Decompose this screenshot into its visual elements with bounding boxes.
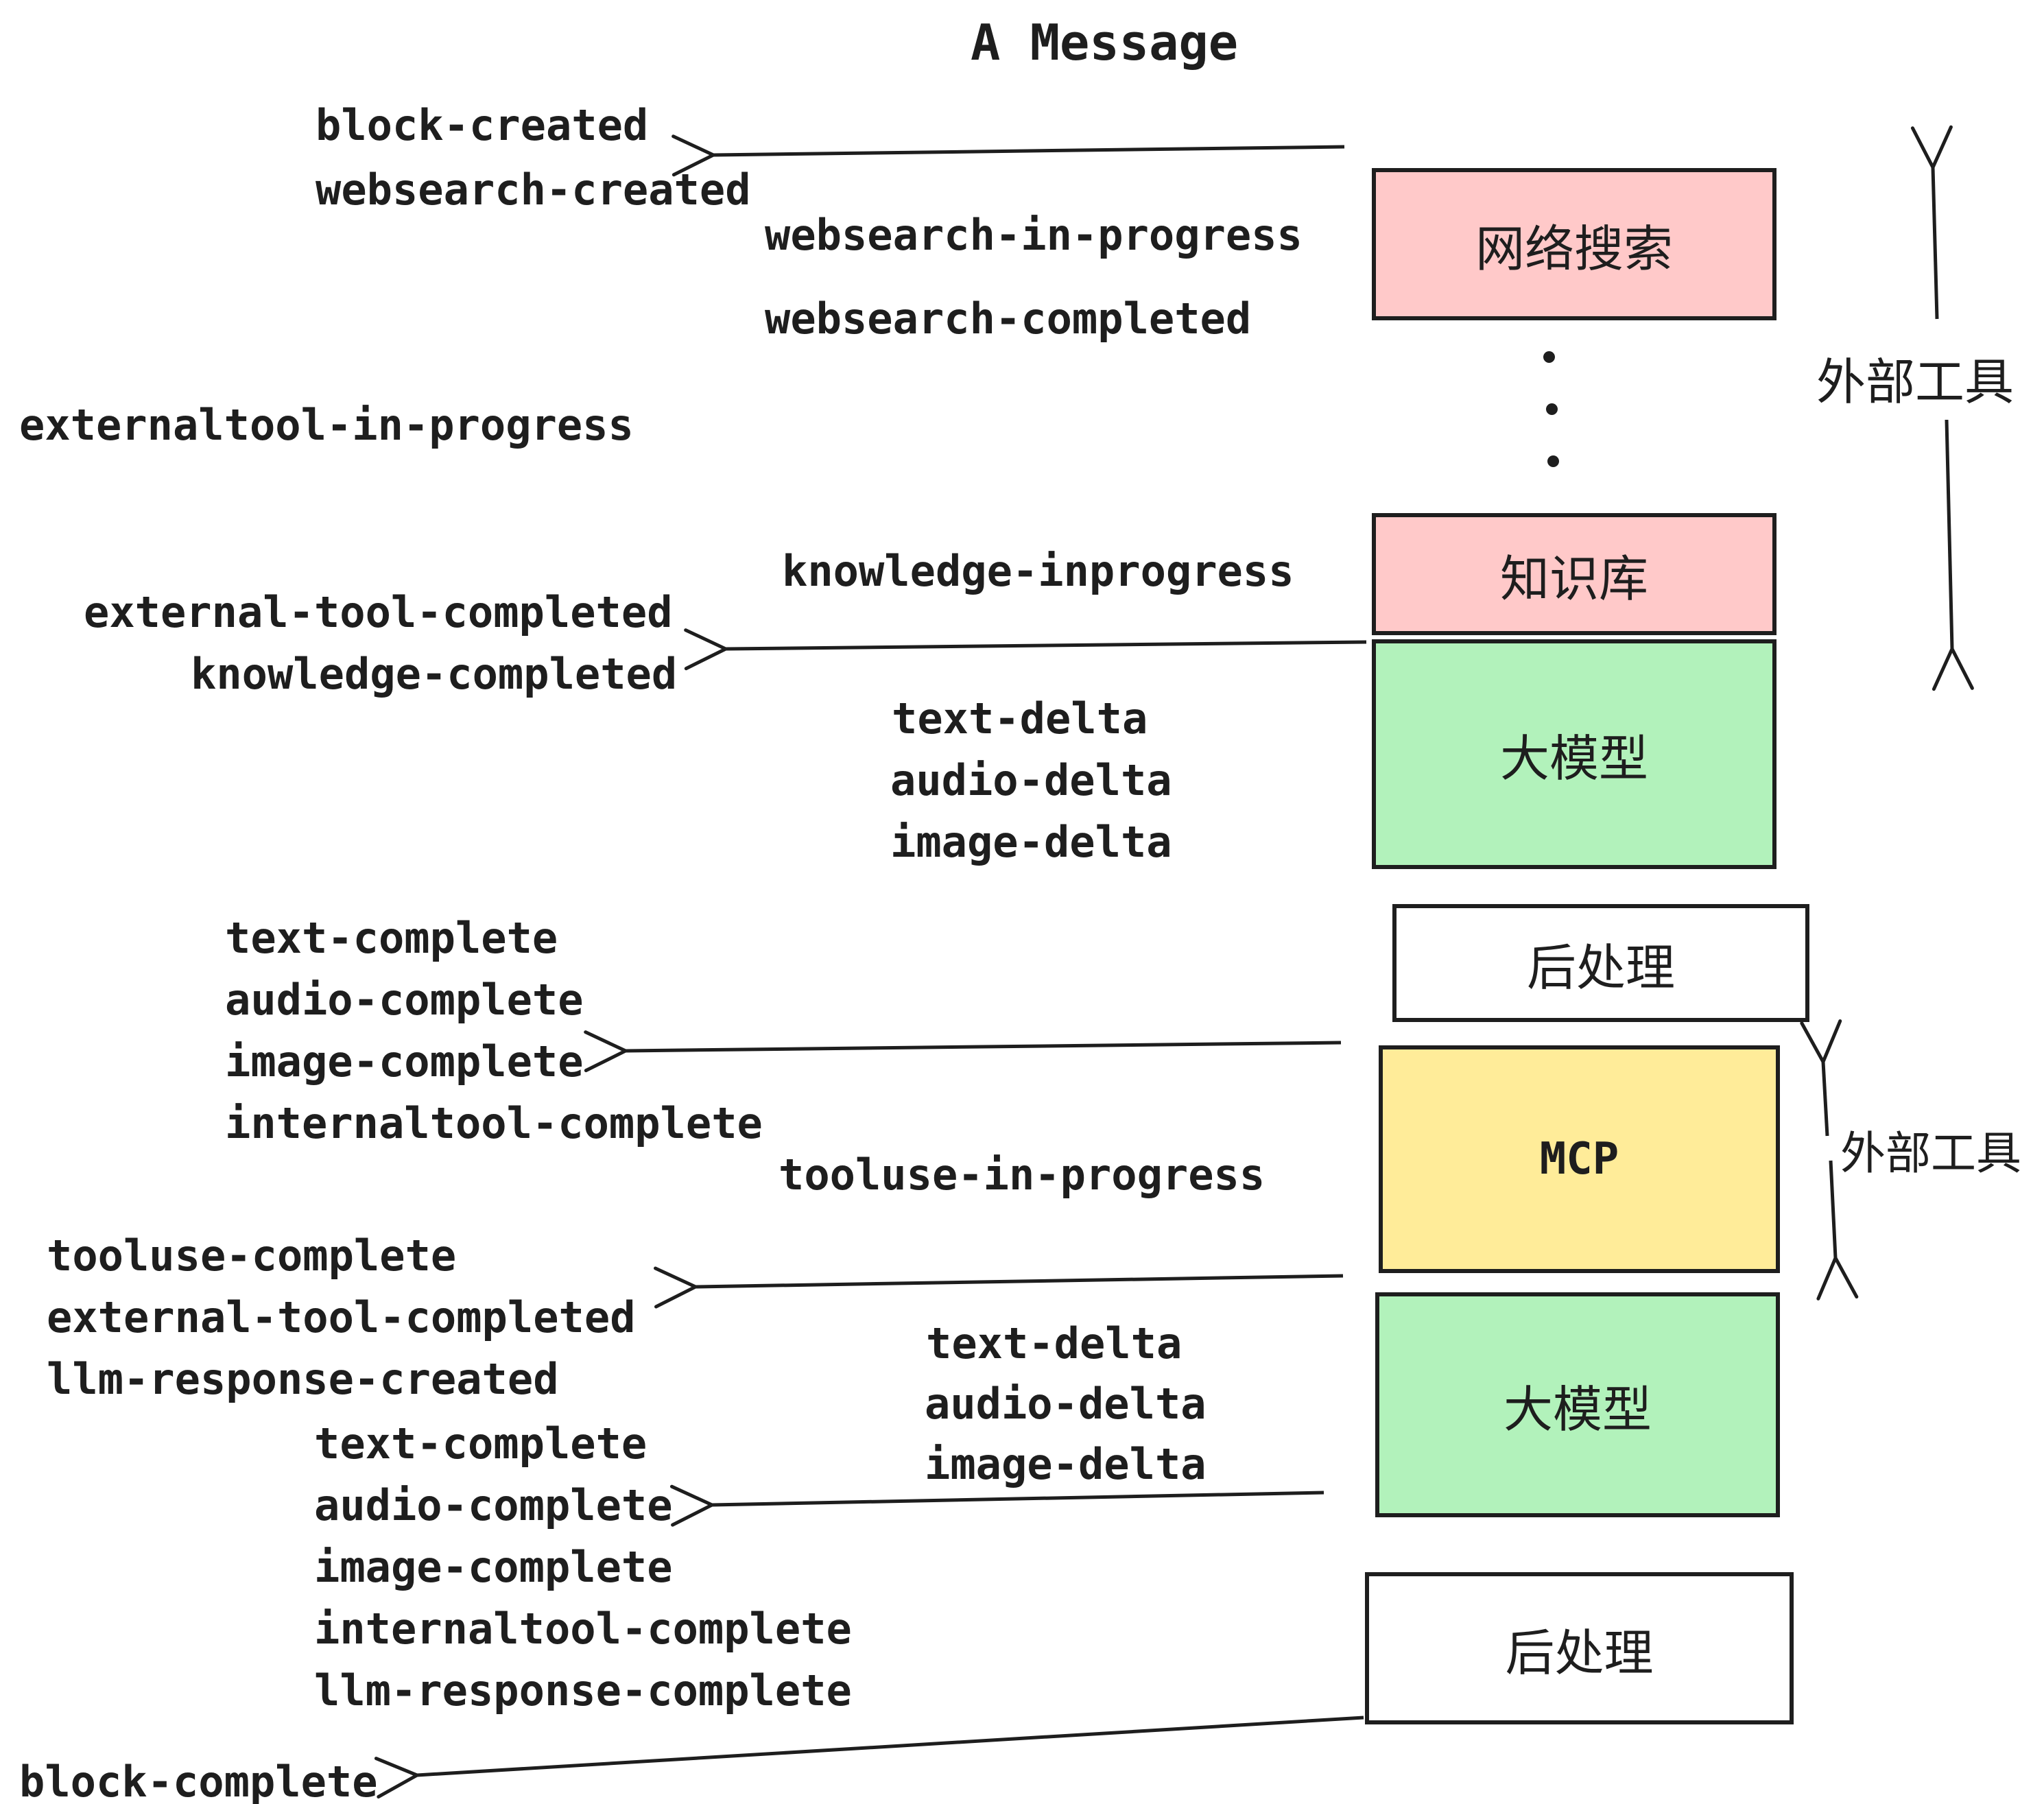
box-llm-1: 大模型	[1372, 639, 1776, 869]
external-tools-down-arrow-2	[1816, 1160, 1859, 1301]
external-tools-up-arrow-2	[1800, 1019, 1842, 1137]
dot	[1543, 351, 1555, 363]
diagram-title: A Message	[971, 14, 1239, 71]
event-internaltool-complete-2: internaltool-complete	[314, 1604, 852, 1654]
event-image-complete: image-complete	[225, 1036, 584, 1087]
external-tools-down-arrow-1	[1932, 419, 1974, 691]
box-knowledge-label: 知识库	[1499, 549, 1648, 608]
event-llm-response-complete: llm-response-complete	[314, 1665, 852, 1716]
event-image-delta-2: image-delta	[925, 1439, 1207, 1489]
event-audio-delta-2: audio-delta	[925, 1379, 1207, 1429]
event-text-complete-2: text-complete	[314, 1419, 647, 1469]
event-knowledge-completed: knowledge-completed	[191, 649, 678, 699]
arrow-to-knowledge-completed	[684, 628, 1367, 671]
event-llm-response-created: llm-response-created	[47, 1354, 559, 1404]
event-websearch-completed: websearch-completed	[765, 294, 1252, 344]
event-websearch-in-progress: websearch-in-progress	[765, 210, 1303, 260]
box-llm-1-label: 大模型	[1499, 730, 1648, 787]
box-mcp-label: MCP	[1539, 1134, 1619, 1185]
arrow-to-block-complete	[374, 1716, 1364, 1799]
event-audio-complete: audio-complete	[225, 975, 584, 1025]
dot	[1547, 455, 1559, 467]
event-text-complete: text-complete	[225, 913, 558, 963]
event-knowledge-inprogress: knowledge-inprogress	[782, 546, 1294, 596]
event-tooluse-in-progress: tooluse-in-progress	[779, 1150, 1265, 1200]
event-external-tool-completed-2: external-tool-completed	[47, 1292, 636, 1342]
event-tooluse-complete: tooluse-complete	[47, 1231, 457, 1281]
arrow-to-external-tool-completed	[654, 1266, 1344, 1309]
dot	[1546, 403, 1558, 415]
event-block-created: block-created	[316, 100, 649, 150]
event-image-delta: image-delta	[890, 817, 1172, 867]
box-llm-2: 大模型	[1375, 1292, 1780, 1517]
event-block-complete: block-complete	[19, 1757, 378, 1804]
event-image-complete-2: image-complete	[314, 1542, 673, 1592]
event-audio-complete-2: audio-complete	[314, 1480, 673, 1530]
side-label-external-tools-2: 外部工具	[1840, 1127, 2021, 1180]
event-text-delta: text-delta	[892, 693, 1148, 744]
external-tools-up-arrow-1	[1910, 125, 1953, 320]
event-websearch-created: websearch-created	[316, 165, 751, 215]
event-externaltool-in-progress: externaltool-in-progress	[19, 400, 634, 450]
box-postprocess-1-label: 后处理	[1526, 938, 1675, 997]
event-internaltool-complete: internaltool-complete	[225, 1098, 763, 1148]
arrow-to-block-created	[672, 134, 1345, 177]
box-websearch-label: 网络搜索	[1475, 219, 1673, 278]
arrow-to-image-complete	[584, 1030, 1342, 1073]
box-postprocess-2-label: 后处理	[1505, 1624, 1654, 1682]
box-postprocess-1: 后处理	[1392, 904, 1809, 1022]
event-text-delta-2: text-delta	[926, 1318, 1183, 1368]
box-websearch: 网络搜索	[1372, 168, 1776, 320]
event-audio-delta: audio-delta	[890, 755, 1172, 805]
box-mcp: MCP	[1379, 1045, 1780, 1273]
box-knowledge: 知识库	[1372, 513, 1776, 635]
box-postprocess-2: 后处理	[1365, 1572, 1794, 1724]
side-label-external-tools-1: 外部工具	[1816, 353, 2015, 411]
box-llm-2-label: 大模型	[1503, 1380, 1652, 1438]
event-external-tool-completed: external-tool-completed	[84, 587, 673, 637]
